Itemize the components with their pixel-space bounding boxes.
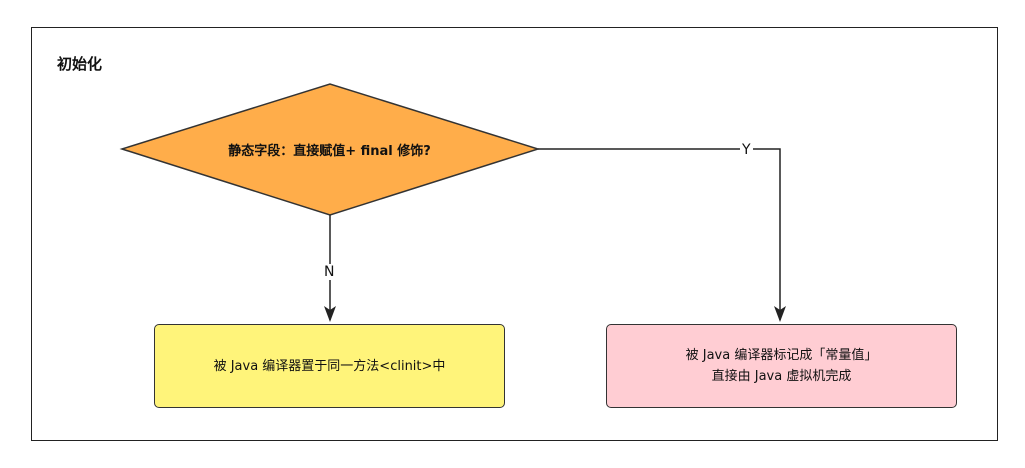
edge-label-no: N	[322, 264, 337, 280]
process-box-no-text: 被 Java 编译器置于同一方法<clinit>中	[213, 358, 446, 374]
process-box-no: 被 Java 编译器置于同一方法<clinit>中	[154, 324, 505, 408]
edge-label-yes: Y	[740, 142, 753, 158]
process-box-yes: 被 Java 编译器标记成「常量值」 直接由 Java 虚拟机完成	[606, 324, 957, 408]
diagram-title: 初始化	[57, 55, 103, 73]
arrow-no-head	[324, 306, 336, 322]
decision-label: 静态字段：直接赋值+ final 修饰?	[228, 143, 431, 159]
process-box-yes-line1: 被 Java 编译器标记成「常量值」	[685, 348, 878, 363]
edge-yes	[538, 148, 781, 320]
process-box-yes-line2: 直接由 Java 虚拟机完成	[711, 369, 852, 384]
diagram-frame	[31, 27, 998, 441]
arrow-yes-head	[774, 306, 786, 322]
